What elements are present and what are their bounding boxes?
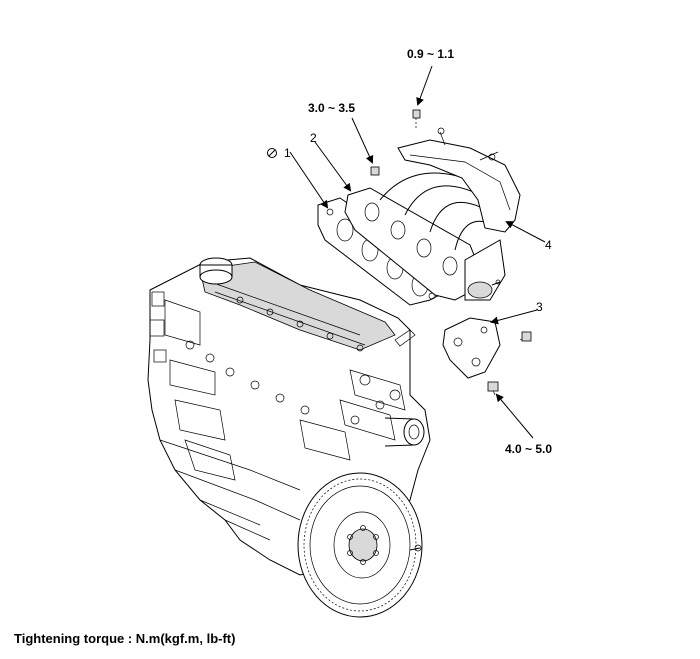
torque-unit-caption: Tightening torque : N.m(kgf.m, lb-ft) bbox=[14, 631, 236, 646]
heat-protector bbox=[397, 127, 521, 233]
leader-lines bbox=[289, 65, 546, 439]
part-label-4: 4 bbox=[545, 238, 552, 252]
part-label-1: 1 bbox=[284, 146, 291, 160]
torque-manifold-nut: 3.0 ~ 3.5 bbox=[308, 101, 356, 115]
flywheel bbox=[297, 472, 423, 618]
manifold-nut bbox=[370, 166, 380, 176]
manifold-bracket bbox=[442, 317, 532, 396]
heat-protector-bolt bbox=[412, 109, 421, 119]
part-label-3: 3 bbox=[536, 300, 543, 314]
torque-heat-protector-bolt: 0.9 ~ 1.1 bbox=[407, 47, 455, 61]
prohibited-circle-icon bbox=[267, 148, 277, 158]
torque-bracket-bolt: 4.0 ~ 5.0 bbox=[505, 442, 553, 456]
exhaust-manifold bbox=[344, 172, 506, 301]
part-label-2: 2 bbox=[310, 131, 317, 145]
